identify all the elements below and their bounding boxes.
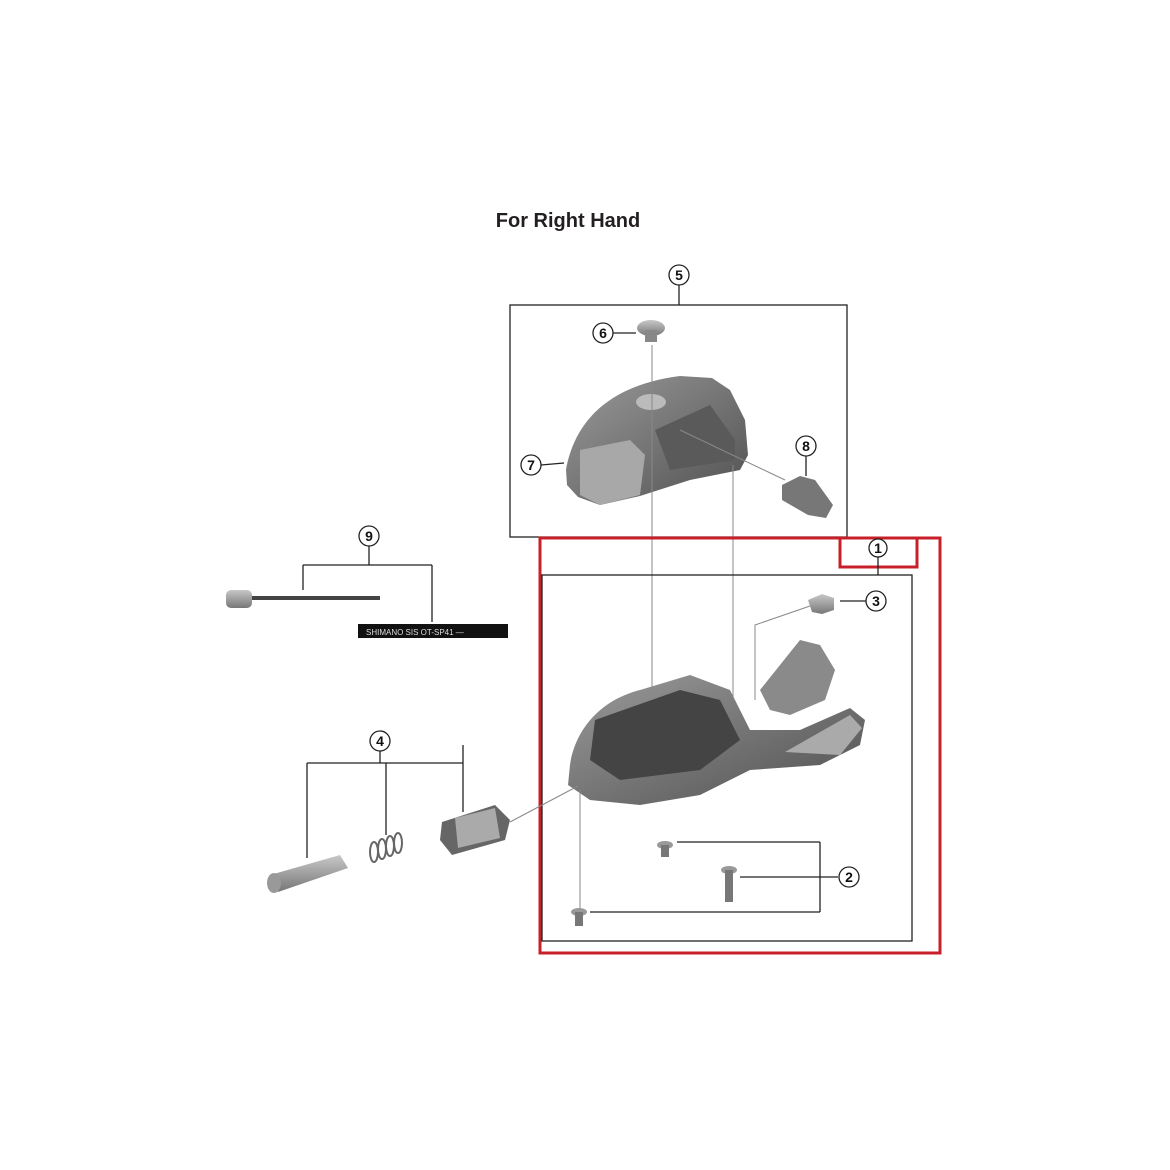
inner-cable	[252, 596, 380, 600]
svg-text:2: 2	[845, 869, 853, 885]
svg-text:1: 1	[874, 540, 882, 556]
adjuster-barrel	[270, 855, 348, 892]
callout-2: 2	[838, 866, 860, 888]
svg-text:8: 8	[802, 438, 810, 454]
screw	[657, 841, 673, 857]
highlight-box	[538, 536, 942, 955]
callout-6: 6	[592, 322, 636, 344]
svg-text:5: 5	[675, 267, 683, 283]
callout-8: 8	[795, 435, 817, 476]
svg-text:3: 3	[872, 593, 880, 609]
callout-9: 9	[302, 525, 433, 622]
cover-part	[566, 376, 748, 505]
cover-screw	[637, 320, 665, 342]
screw	[721, 866, 737, 902]
spring	[369, 832, 403, 863]
svg-text:4: 4	[376, 733, 384, 749]
cable-clamp-part	[782, 476, 833, 518]
svg-text:SHIMANO SIS OT-SP41 —: SHIMANO SIS OT-SP41 —	[366, 628, 464, 637]
callout-5: 5	[668, 264, 690, 305]
callout-1: 1	[868, 538, 888, 575]
callout-4: 4	[306, 730, 464, 858]
callout-7: 7	[520, 454, 565, 476]
cable-end-cap	[226, 590, 252, 608]
cable-housing: SHIMANO SIS OT-SP41 —	[358, 624, 508, 638]
svg-text:9: 9	[365, 528, 373, 544]
adjust-bolt	[808, 594, 834, 614]
shifter-body	[568, 640, 865, 805]
shifter-assembly-box	[541, 574, 913, 942]
screw	[571, 908, 587, 926]
svg-text:6: 6	[599, 325, 607, 341]
callout-3: 3	[840, 590, 887, 612]
svg-text:7: 7	[527, 457, 535, 473]
diagram-title: For Right Hand	[495, 210, 641, 232]
